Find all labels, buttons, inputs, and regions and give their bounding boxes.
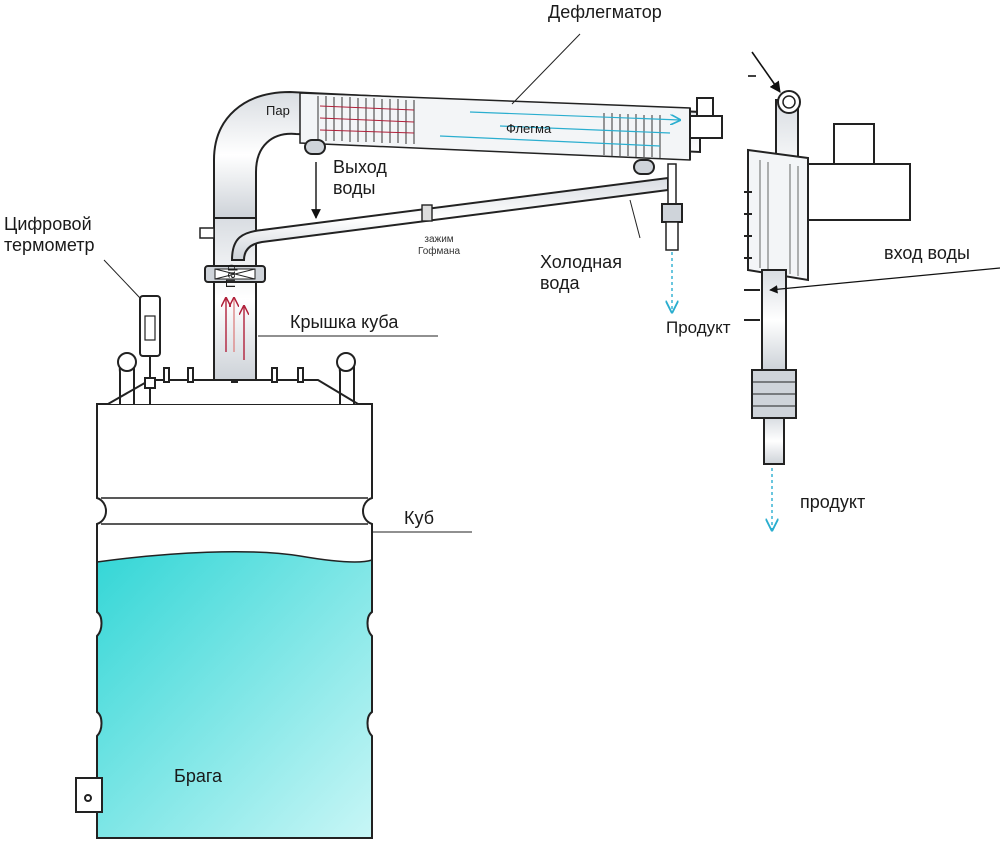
label-cold-water-line2: вода bbox=[540, 272, 580, 293]
label-cube: Куб bbox=[404, 508, 434, 528]
label-thermometer-line2: термометр bbox=[4, 234, 95, 255]
label-lid: Крышка куба bbox=[290, 312, 399, 332]
water-in-pointer bbox=[769, 267, 1000, 294]
label-thermometer-line1: Цифровой bbox=[4, 214, 92, 234]
hoffman-clamp bbox=[421, 204, 433, 222]
label-phlegm: Флегма bbox=[506, 121, 552, 136]
dephlegmator-unit bbox=[213, 90, 723, 219]
mash-liquid bbox=[97, 551, 372, 838]
label-dephlegmator: Дефлегматор bbox=[548, 2, 662, 22]
label-cold-water-line1: Холодная bbox=[540, 252, 622, 272]
label-clamp-line1: зажим bbox=[424, 234, 454, 245]
label-water-out: Выход воды bbox=[333, 157, 387, 198]
label-cold-water: Холодная вода bbox=[540, 252, 622, 293]
label-water-out-line2: воды bbox=[333, 177, 376, 198]
label-product-right: продукт bbox=[800, 492, 866, 512]
detail-inlet-arrow bbox=[751, 51, 781, 93]
label-water-out-line1: Выход bbox=[333, 157, 387, 177]
label-steam-top: Пар bbox=[266, 103, 290, 118]
label-hoffman-clamp: зажим Гофмана bbox=[418, 234, 460, 257]
steam-arrows bbox=[226, 298, 244, 360]
label-steam-vertical: Пар bbox=[223, 264, 238, 288]
label-mash: Брага bbox=[174, 766, 223, 786]
cube-side-port bbox=[75, 777, 103, 813]
product-pipe bbox=[230, 163, 683, 261]
digital-thermometer bbox=[103, 259, 161, 404]
label-water-in: вход воды bbox=[884, 243, 970, 263]
detail-view bbox=[744, 90, 911, 465]
label-product-left: Продукт bbox=[666, 318, 731, 337]
cube-vessel bbox=[75, 403, 373, 839]
leader-lines bbox=[258, 33, 641, 533]
label-clamp-line2: Гофмана bbox=[418, 245, 461, 257]
label-thermometer: Цифровой термометр bbox=[4, 214, 95, 255]
